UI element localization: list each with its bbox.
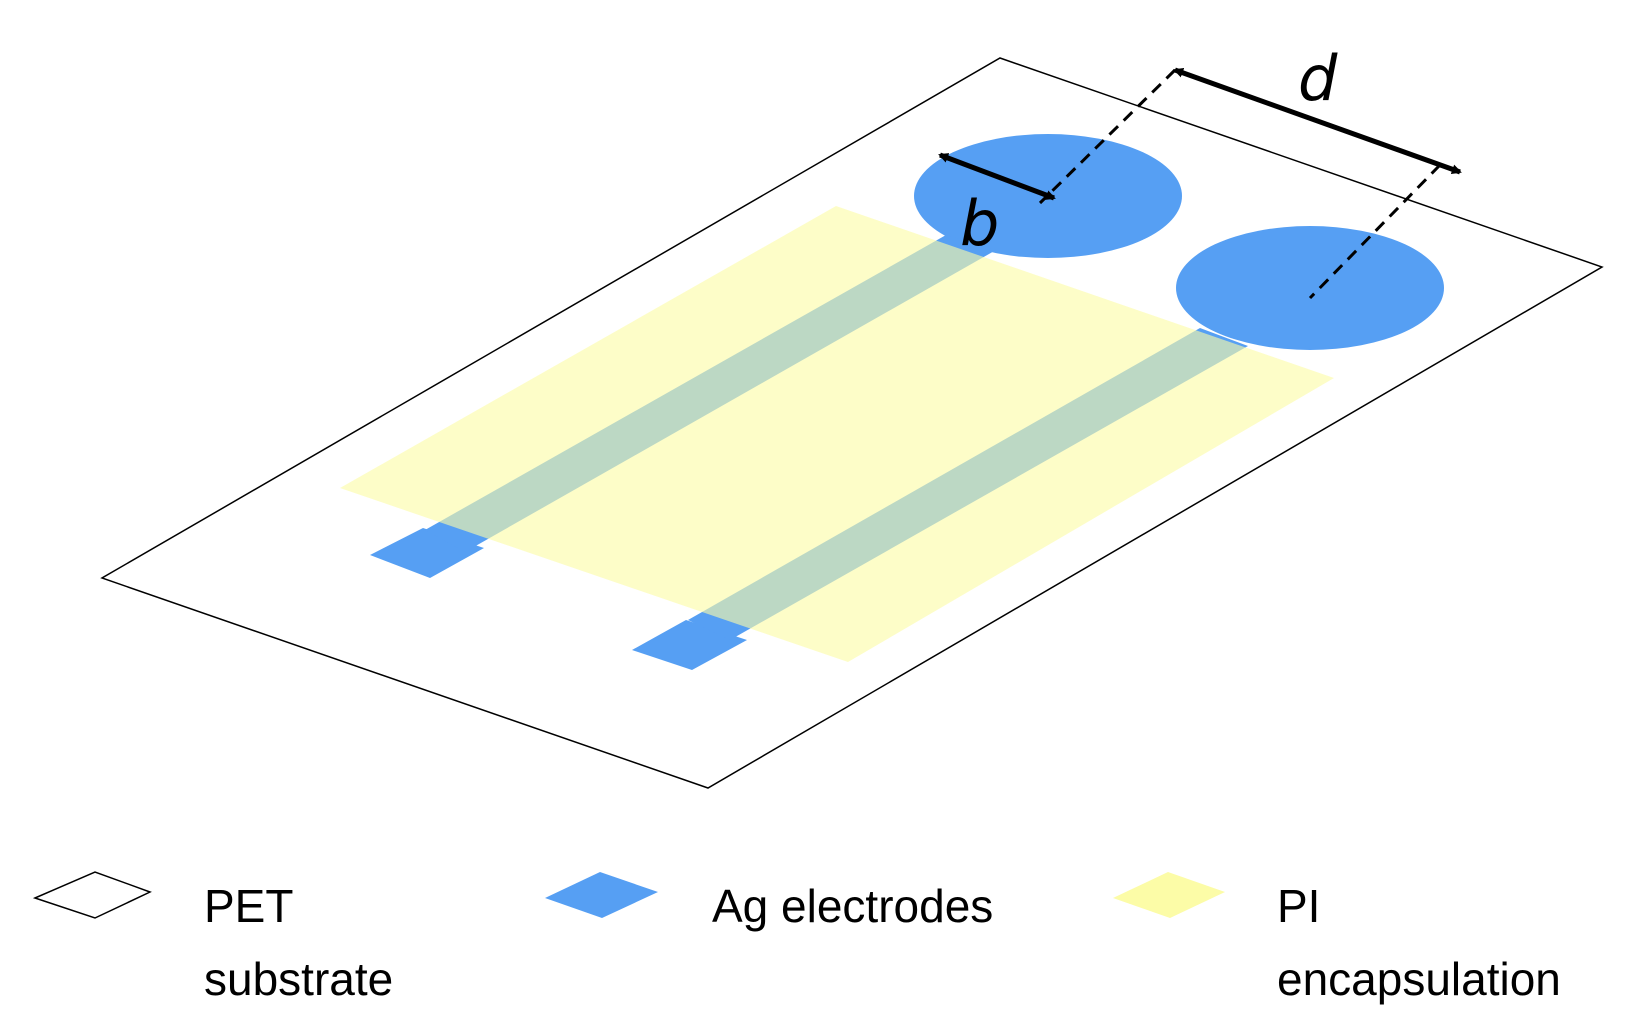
dimension-b-arrow — [938, 152, 1056, 201]
legend-label-pi-line2: encapsulation — [1277, 953, 1561, 1005]
legend-swatch-ag — [545, 872, 658, 918]
dimension-d-arrow — [1173, 67, 1462, 175]
legend-label-pi-line1: PI — [1277, 880, 1320, 932]
dimension-b-label: b — [960, 187, 999, 260]
legend-swatch-pet — [32, 871, 152, 919]
dimension-d-extension-line-2 — [1308, 163, 1442, 300]
electrode-disc-2 — [1176, 226, 1444, 350]
legend-label-ag: Ag electrodes — [712, 880, 993, 932]
legend-label-pet-line1: PET — [204, 880, 293, 932]
dimension-d-extension-line-1 — [1038, 68, 1177, 205]
legend-swatch-pi — [1113, 872, 1225, 918]
legend-label-pet-line2: substrate — [204, 953, 393, 1005]
pi-encapsulation — [340, 206, 1334, 662]
dimension-d-label: d — [1298, 42, 1338, 115]
